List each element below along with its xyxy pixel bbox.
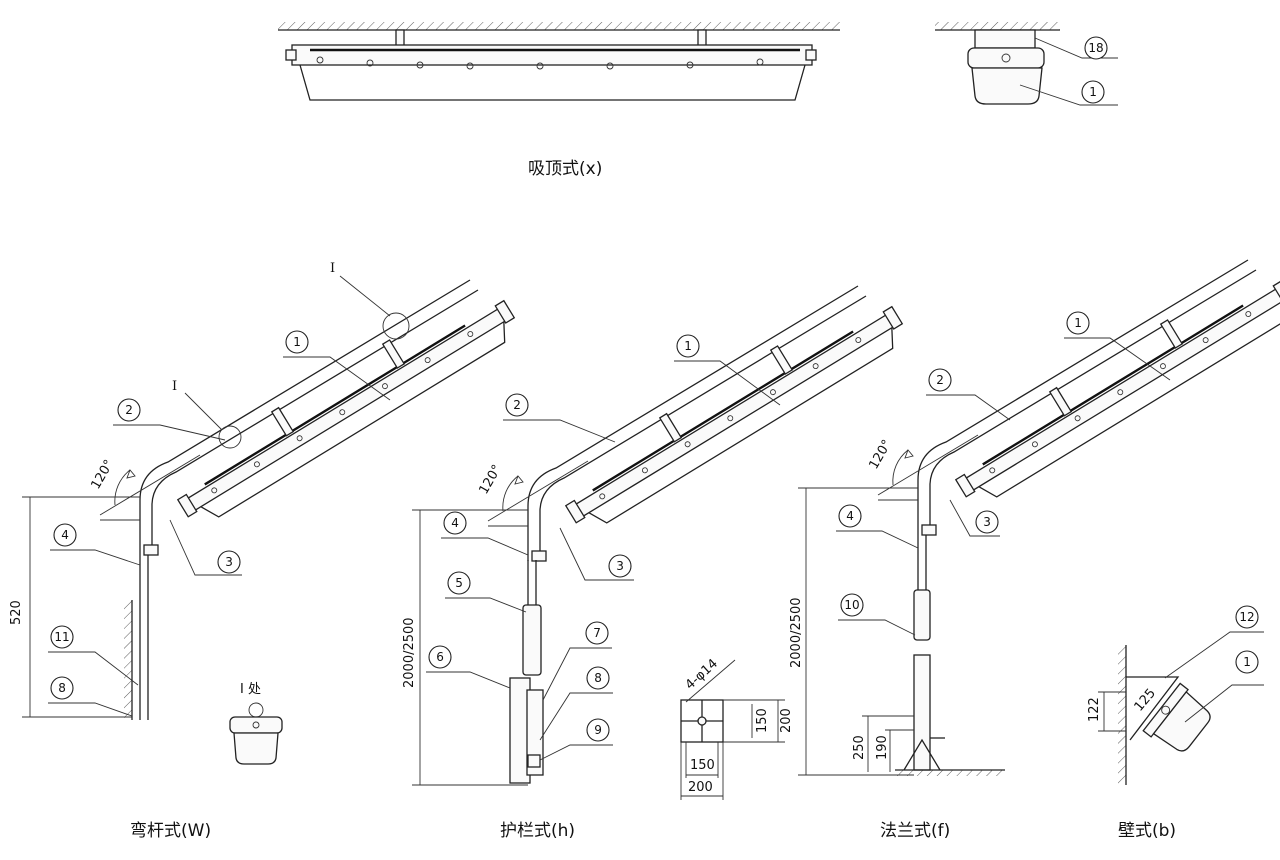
dim-2000-2500: 2000/2500 — [402, 617, 417, 688]
callout-5: 5 — [447, 571, 471, 595]
detail-marker: I — [330, 261, 335, 276]
svg-text:4: 4 — [846, 509, 854, 523]
svg-text:5: 5 — [455, 576, 463, 590]
callout-6: 6 — [428, 645, 452, 669]
svg-text:2: 2 — [936, 373, 944, 387]
svg-text:8: 8 — [594, 671, 602, 685]
dim-520: 520 — [9, 600, 24, 625]
callout-18: 18 — [1084, 36, 1108, 60]
dim-122: 122 — [1087, 697, 1102, 722]
svg-text:3: 3 — [225, 555, 233, 569]
angle-label: 120° — [88, 457, 117, 492]
dim-200-v: 200 — [779, 708, 794, 733]
detail-marker: I — [172, 379, 177, 394]
wall-view: 122 125 12 1 壁式(b) — [1087, 605, 1264, 841]
callout-9: 9 — [586, 718, 610, 742]
bent-pole-view: I I 120° 520 1 2 3 4 11 8 I 处 弯杆式(W) — [9, 261, 524, 841]
detail-label: I 处 — [240, 682, 261, 697]
svg-text:4: 4 — [451, 516, 459, 530]
angle-label: 120° — [866, 437, 895, 472]
svg-text:3: 3 — [983, 515, 991, 529]
svg-text:7: 7 — [593, 626, 601, 640]
svg-text:1: 1 — [1243, 655, 1251, 669]
svg-text:11: 11 — [54, 630, 69, 644]
callout-7: 7 — [585, 621, 609, 645]
caption-ceiling: 吸顶式(x) — [528, 159, 602, 179]
dim-125: 125 — [1132, 686, 1159, 715]
callout-1: 1 — [285, 330, 309, 354]
callout-4: 4 — [53, 523, 77, 547]
callout-8: 8 — [50, 676, 74, 700]
svg-text:2: 2 — [513, 398, 521, 412]
angle-label: 120° — [476, 462, 505, 497]
callout-4: 4 — [443, 511, 467, 535]
svg-text:4: 4 — [61, 528, 69, 542]
callout-3: 3 — [608, 554, 632, 578]
svg-text:10: 10 — [844, 598, 859, 612]
svg-text:1: 1 — [1074, 316, 1082, 330]
svg-text:8: 8 — [58, 681, 66, 695]
dim-250: 250 — [852, 735, 867, 760]
guardrail-view: 120° 2000/2500 1 2 3 4 5 6 7 8 9 护栏式(h) — [402, 283, 912, 841]
callout-12: 12 — [1235, 605, 1259, 629]
callout-2: 2 — [928, 368, 952, 392]
svg-text:1: 1 — [293, 335, 301, 349]
callout-1: 1 — [1235, 650, 1259, 674]
detail-lamp-icon — [229, 702, 283, 765]
callout-2: 2 — [505, 393, 529, 417]
callout-4: 4 — [838, 504, 862, 528]
svg-text:3: 3 — [616, 559, 624, 573]
callout-10: 10 — [840, 593, 864, 617]
ceiling-mount-view: 吸顶式(x) 18 1 — [278, 22, 1118, 179]
svg-text:12: 12 — [1239, 610, 1254, 624]
svg-text:9: 9 — [594, 723, 602, 737]
flange-plate-detail: 4-φ14 150 200 150 200 — [680, 656, 794, 800]
callout-2: 2 — [117, 398, 141, 422]
svg-text:18: 18 — [1088, 41, 1103, 55]
svg-text:2: 2 — [125, 403, 133, 417]
dim-150-v: 150 — [755, 708, 770, 733]
callout-1: 1 — [1066, 311, 1090, 335]
caption-flange: 法兰式(f) — [880, 821, 950, 841]
callout-8: 8 — [586, 666, 610, 690]
svg-text:6: 6 — [436, 650, 444, 664]
callout-1: 1 — [676, 334, 700, 358]
dim-holes: 4-φ14 — [683, 656, 721, 693]
dim-150-h: 150 — [690, 758, 715, 773]
dim-190: 190 — [875, 735, 890, 760]
dim-2000-2500: 2000/2500 — [789, 597, 804, 668]
callout-11: 11 — [50, 625, 74, 649]
svg-text:1: 1 — [684, 339, 692, 353]
caption-wall: 壁式(b) — [1118, 821, 1176, 841]
flange-view: 120° 2000/2500 250 190 1 2 3 4 10 法兰式(f) — [789, 257, 1280, 841]
dim-200-h: 200 — [688, 780, 713, 795]
svg-text:1: 1 — [1089, 85, 1097, 99]
callout-3: 3 — [217, 550, 241, 574]
callout-1: 1 — [1081, 80, 1105, 104]
callout-3: 3 — [975, 510, 999, 534]
caption-guardrail: 护栏式(h) — [500, 821, 575, 841]
caption-bent-pole: 弯杆式(W) — [130, 821, 211, 841]
